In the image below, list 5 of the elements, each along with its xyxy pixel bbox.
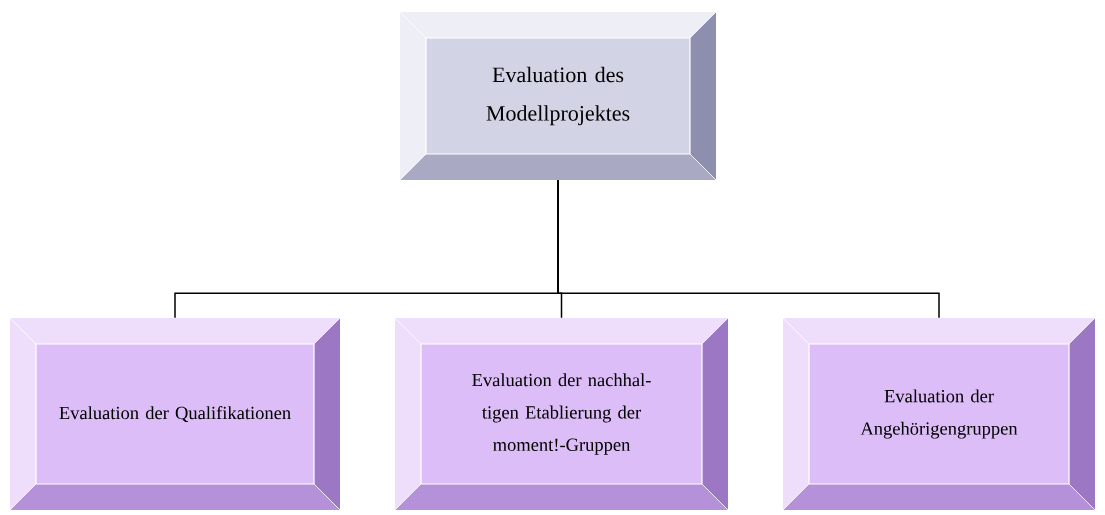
connector-line [557, 179, 940, 319]
bevel-box: Evaluation der nachhal-tigen Etablierung der moment!-Gruppen [394, 317, 729, 511]
bevel-box: Evaluation der Qualifikationen [9, 317, 341, 511]
bevel-box: Evaluation des Modellprojektes [399, 11, 717, 181]
bevel-box: Evaluation der Angehörigengruppen [782, 317, 1096, 511]
